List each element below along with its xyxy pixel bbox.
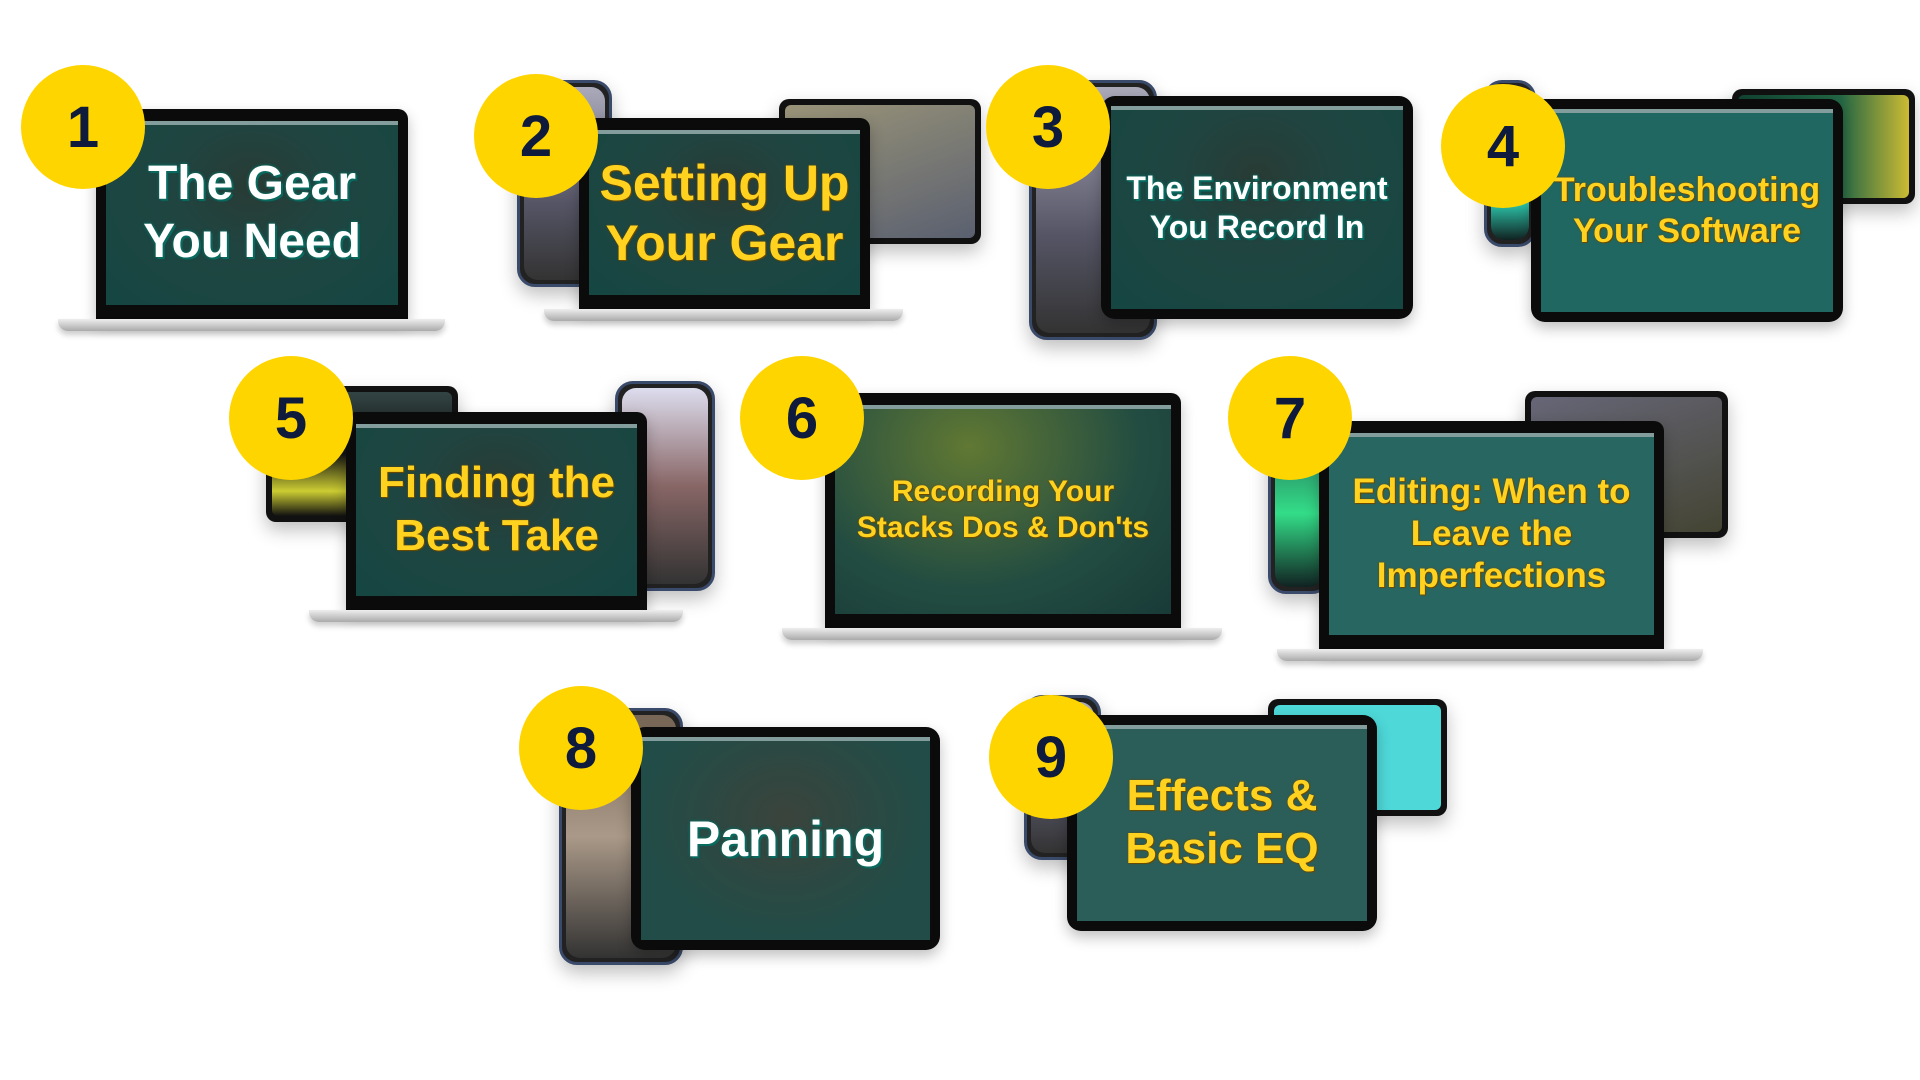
module-number-badge: 1: [21, 65, 145, 189]
module-title: Panning: [686, 810, 885, 867]
laptop-screen: Finding the Best Take: [346, 412, 647, 610]
module-number-badge: 9: [989, 695, 1113, 819]
laptop-screen: Editing: When to Leave the Imperfections: [1319, 421, 1664, 649]
laptop-base: [58, 319, 445, 331]
module-number-badge: 2: [474, 74, 598, 198]
module-number-badge: 4: [1441, 84, 1565, 208]
module-title: Troubleshooting Your Software: [1553, 170, 1821, 250]
module-number-badge: 5: [229, 356, 353, 480]
module-number-badge: 8: [519, 686, 643, 810]
module-title: The Environment You Record In: [1126, 170, 1388, 245]
module-title: Setting Up Your Gear: [599, 154, 850, 271]
module-title: Editing: When to Leave the Imperfections: [1352, 472, 1631, 595]
laptop-base: [544, 309, 903, 321]
tablet-screen: Effects & Basic EQ: [1067, 715, 1377, 931]
laptop-screen: Setting Up Your Gear: [579, 118, 870, 309]
module-title: Recording Your Stacks Dos & Don'ts: [856, 474, 1150, 544]
laptop-screen: Recording Your Stacks Dos & Don'ts: [825, 393, 1181, 628]
laptop-base: [309, 610, 683, 622]
module-number-badge: 7: [1228, 356, 1352, 480]
module-number-badge: 6: [740, 356, 864, 480]
laptop-base: [1277, 649, 1703, 661]
laptop-screen: The Gear You Need: [96, 109, 408, 319]
tablet-screen: Panning: [631, 727, 940, 950]
module-number-badge: 3: [986, 65, 1110, 189]
module-title: The Gear You Need: [143, 157, 361, 268]
laptop-base: [782, 628, 1222, 640]
module-title: Effects & Basic EQ: [1125, 771, 1319, 873]
tablet-screen: Troubleshooting Your Software: [1531, 99, 1843, 322]
tablet-screen: The Environment You Record In: [1101, 96, 1413, 319]
module-title: Finding the Best Take: [377, 458, 616, 560]
